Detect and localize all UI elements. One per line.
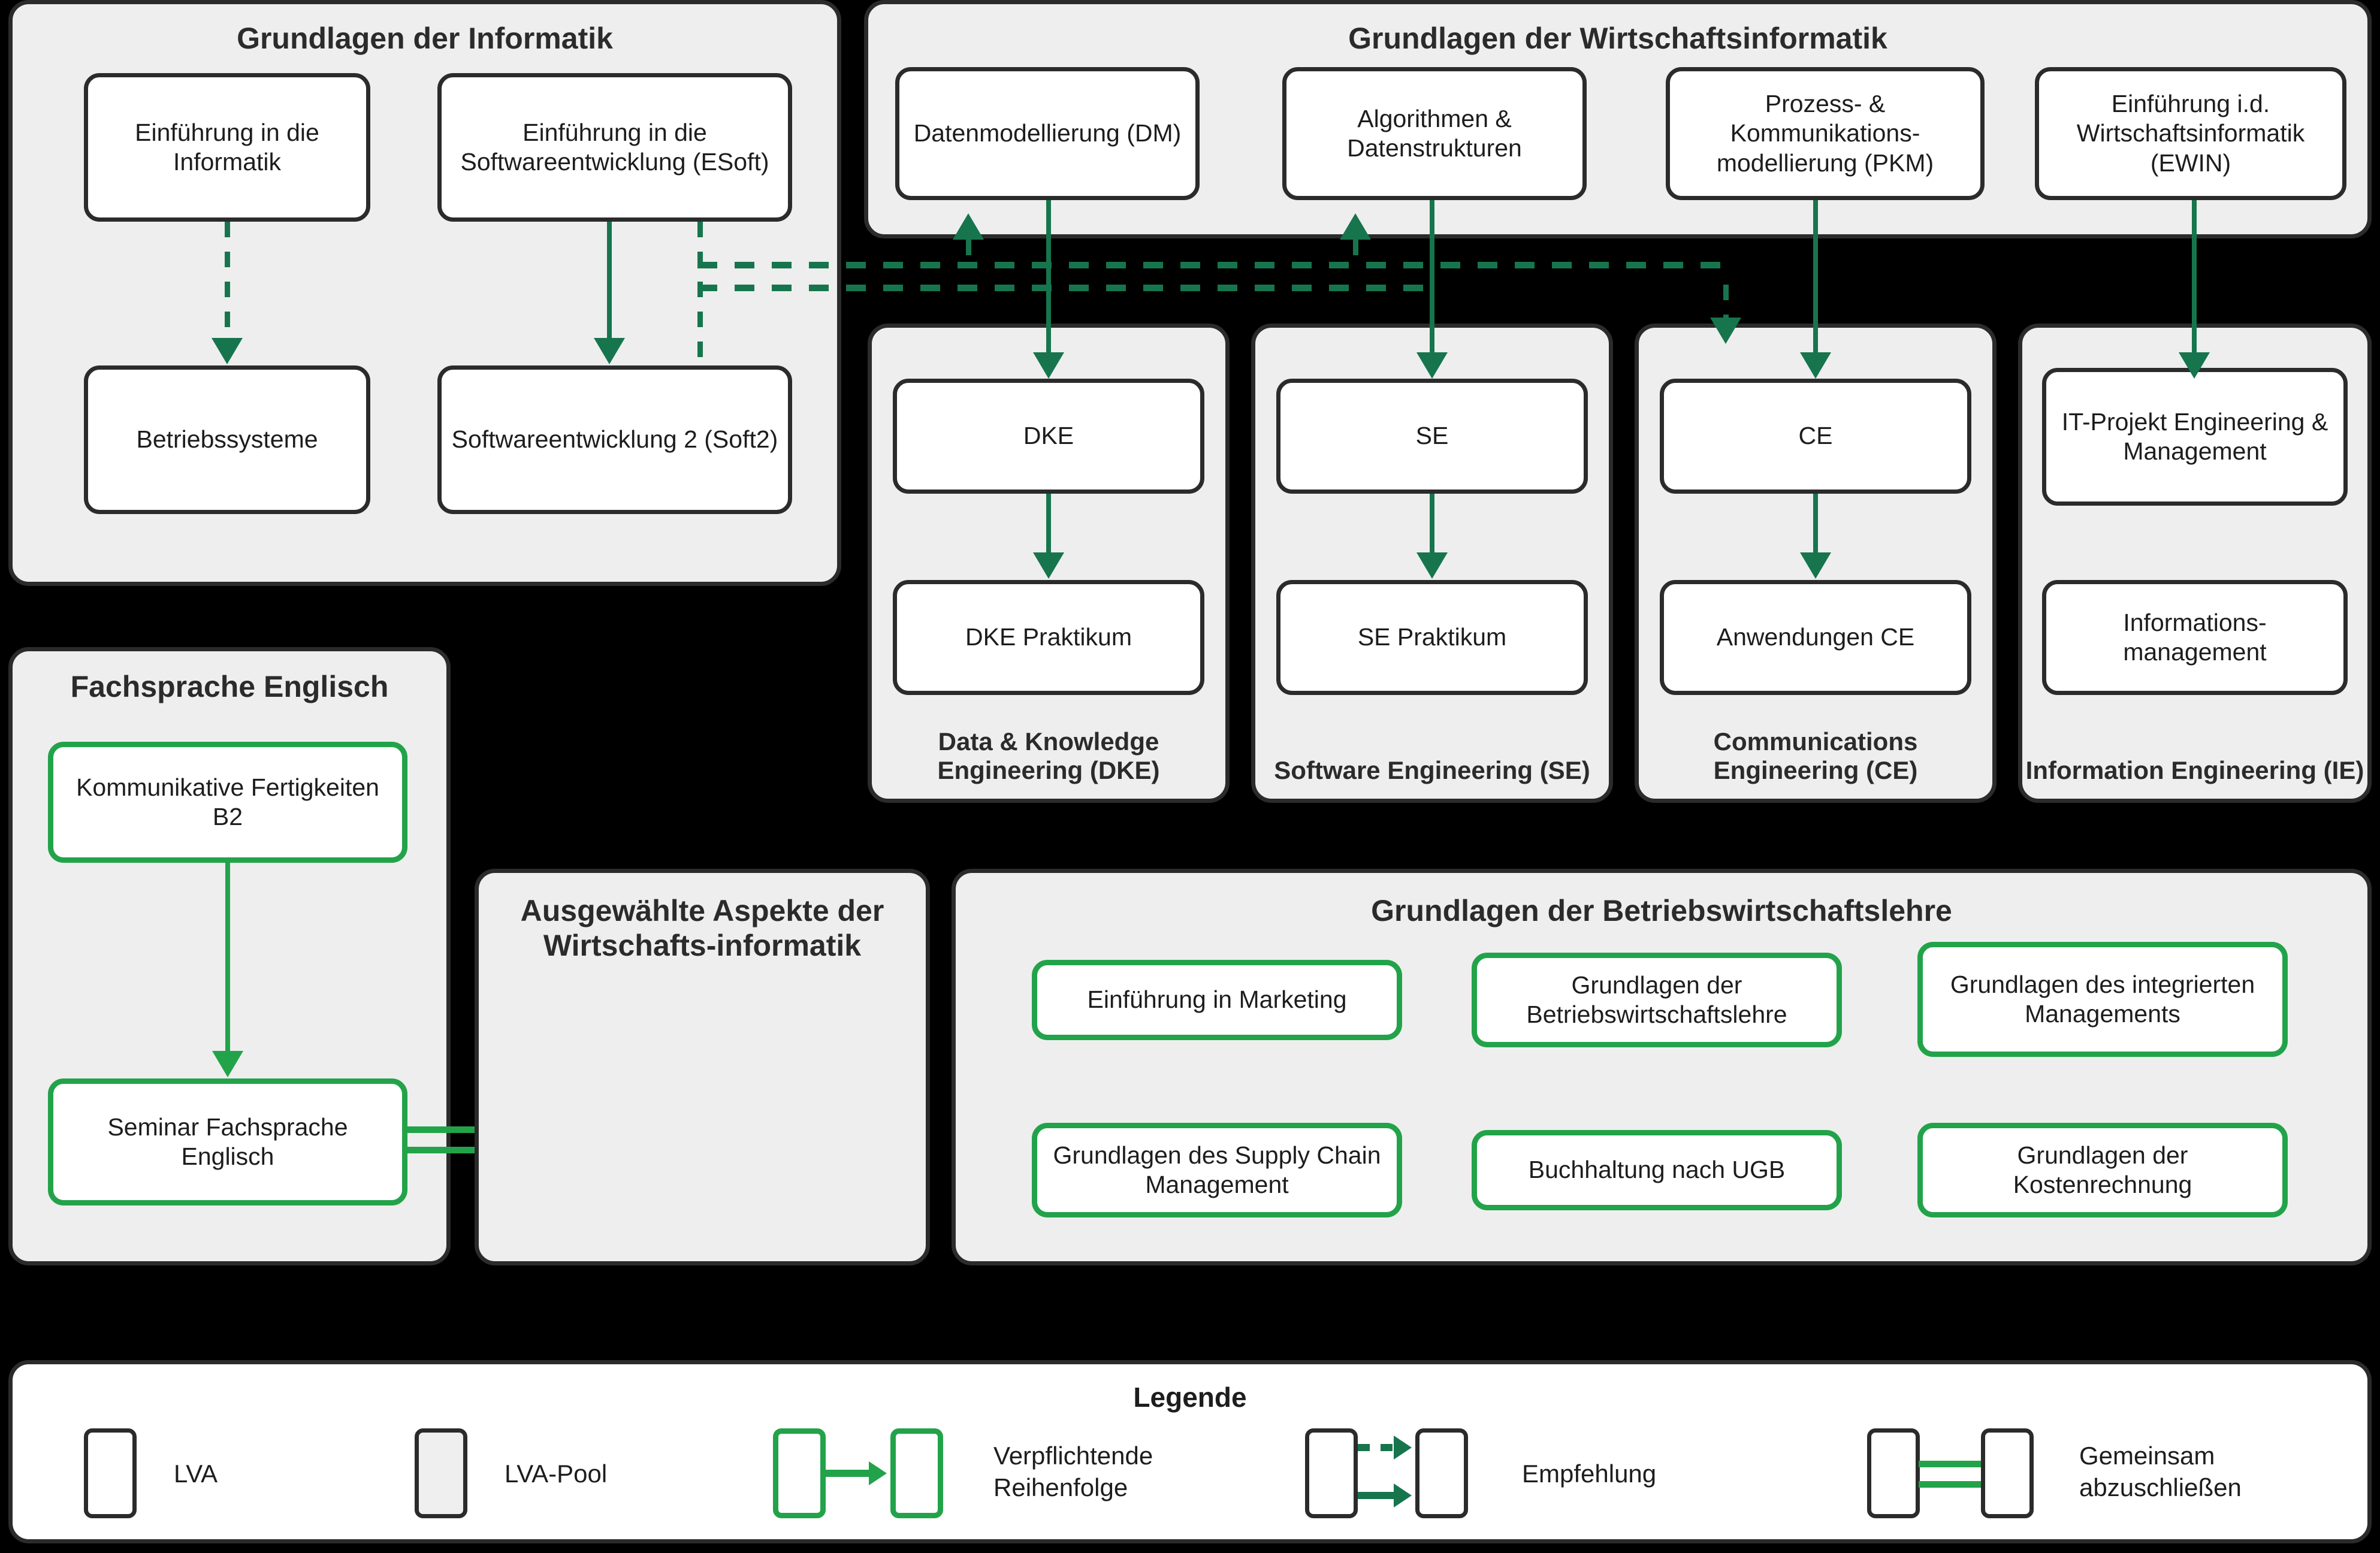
arrowhead-ie [2179, 352, 2210, 379]
connector-b2-to-seminar [225, 863, 230, 1052]
course-box-algorithmen-datenstrukturen[interactable]: Algorithmen & Datenstrukturen [1282, 67, 1587, 200]
course-box-einfuehrung-marketing[interactable]: Einführung in Marketing [1032, 960, 1402, 1040]
arrowhead-algorithmen [1340, 213, 1371, 240]
legend-recommendation-stem-solid [1358, 1492, 1395, 1499]
legend-swatch-joint-to [1981, 1428, 2034, 1518]
connector-rail-to-ce-pool [1723, 285, 1729, 322]
connector-se-to-praktikum [1430, 494, 1434, 554]
arrowhead-anwendungen-ce [1800, 552, 1831, 579]
legend-panel: Legende [8, 1360, 2372, 1543]
course-box-seminar-fachsprache-englisch[interactable]: Seminar Fachsprache Englisch [48, 1078, 407, 1205]
recommendation-rail-upper [697, 262, 1729, 268]
course-box-esoft[interactable]: Einführung in die Softwareentwicklung (E… [437, 73, 792, 222]
legend-label-lva-pool: LVA-Pool [505, 1460, 608, 1488]
legend-sequence-arrowhead [869, 1461, 887, 1485]
course-box-kommunikative-fertigkeiten-b2[interactable]: Kommunikative Fertigkeiten B2 [48, 742, 407, 863]
panel-title-wirtschaftsinformatik: Grundlagen der Wirtschaftsinformatik [1348, 22, 1887, 55]
arrowhead-se [1416, 352, 1448, 379]
course-box-datenmodellierung[interactable]: Datenmodellierung (DM) [895, 67, 1200, 200]
legend-swatch-sequence-to [890, 1428, 943, 1518]
course-box-dke[interactable]: DKE [893, 379, 1204, 494]
course-box-ce[interactable]: CE [1660, 379, 1971, 494]
course-box-betriebssysteme[interactable]: Betriebssysteme [84, 365, 370, 514]
legend-label-gemeinsam-abzuschliessen: Gemeinsam abzuschließen [2079, 1442, 2242, 1501]
course-box-anwendungen-ce[interactable]: Anwendungen CE [1660, 580, 1971, 695]
legend-swatch-recommendation-from [1305, 1428, 1358, 1518]
course-box-grundlagen-bwl[interactable]: Grundlagen der Betriebswirtschaftslehre [1472, 953, 1842, 1047]
legend-title: Legende [1133, 1382, 1247, 1413]
course-box-se[interactable]: SE [1276, 379, 1588, 494]
arrowhead-dke [1033, 352, 1064, 379]
connector-dm-to-dke [1046, 200, 1051, 353]
course-box-einfuehrung-informatik[interactable]: Einführung in die Informatik [84, 73, 370, 222]
arrowhead-ce-pool [1710, 318, 1741, 344]
panel-title-dke: Data & Knowledge Engineering (DKE) [937, 727, 1160, 785]
legend-recommendation-arrowhead-solid [1394, 1483, 1412, 1507]
panel-title-se: Software Engineering (SE) [1274, 756, 1590, 785]
connector-pkm-to-ce [1813, 200, 1818, 353]
connector-ewin-to-ie [2192, 200, 2197, 353]
course-box-kostenrechnung[interactable]: Grundlagen der Kostenrechnung [1917, 1123, 2288, 1217]
legend-swatch-lva-pool [415, 1428, 467, 1518]
legend-recommendation-stem-dashed [1358, 1444, 1395, 1451]
legend-recommendation-arrowhead-dashed [1394, 1436, 1412, 1460]
course-box-supply-chain-management[interactable]: Grundlagen des Supply Chain Management [1032, 1123, 1402, 1217]
panel-title-informatik: Grundlagen der Informatik [237, 22, 613, 55]
panel-title-ie: Information Engineering (IE) [2025, 756, 2364, 785]
course-box-soft2[interactable]: Softwareentwicklung 2 (Soft2) [437, 365, 792, 514]
connector-dke-to-praktikum [1046, 494, 1051, 554]
connector-esoft-branch-down [697, 222, 703, 365]
arrowhead-se-praktikum [1416, 552, 1448, 579]
connector-algorithmen-to-se [1430, 200, 1434, 353]
connector-rail-to-algorithmen [1353, 240, 1358, 267]
course-box-dke-praktikum[interactable]: DKE Praktikum [893, 580, 1204, 695]
legend-sequence-stem [826, 1470, 870, 1477]
course-box-pkm[interactable]: Prozess- & Kommunikations-modellierung (… [1666, 67, 1985, 200]
legend-swatch-joint-from [1867, 1428, 1920, 1518]
course-box-informationsmanagement[interactable]: Informations-management [2042, 580, 2348, 695]
legend-swatch-lva [84, 1428, 137, 1518]
arrowhead-soft2 [594, 338, 625, 364]
arrowhead-dke-praktikum [1033, 552, 1064, 579]
connector-rail-to-datenmodellierung [966, 240, 971, 267]
arrowhead-ce [1800, 352, 1831, 379]
arrowhead-betriebssysteme [212, 338, 243, 364]
arrowhead-seminar-fachsprache [212, 1051, 243, 1077]
recommendation-rail-lower [697, 285, 1424, 291]
course-box-integriertes-management[interactable]: Grundlagen des integrierten Managements [1917, 942, 2288, 1057]
panel-ausgewaehlte-aspekte: Ausgewählte Aspekte der Wirtschafts-info… [475, 869, 930, 1265]
course-box-se-praktikum[interactable]: SE Praktikum [1276, 580, 1588, 695]
panel-title-fachsprache: Fachsprache Englisch [70, 670, 389, 703]
connector-gemeinsam-abzuschliessen [405, 1126, 478, 1154]
legend-swatch-recommendation-to [1415, 1428, 1468, 1518]
legend-label-empfehlung: Empfehlung [1522, 1460, 1657, 1488]
connector-ce-to-anwendungen [1813, 494, 1818, 554]
legend-swatch-sequence-from [773, 1428, 826, 1518]
connector-einfinf-to-betriebssysteme [225, 222, 230, 339]
legend-label-lva: LVA [174, 1460, 218, 1488]
legend-label-verpflichtende-reihenfolge: Verpflichtende Reihenfolge [993, 1442, 1153, 1501]
course-box-buchhaltung-ugb[interactable]: Buchhaltung nach UGB [1472, 1130, 1842, 1210]
arrowhead-datenmodellierung [953, 213, 984, 240]
course-box-it-projekt-engineering[interactable]: IT-Projekt Engineering & Management [2042, 368, 2348, 506]
course-box-ewin[interactable]: Einführung i.d. Wirtschaftsinformatik (E… [2035, 67, 2346, 200]
legend-joint-double-line [1919, 1461, 1982, 1488]
panel-title-ce: Communications Engineering (CE) [1713, 727, 1918, 785]
panel-title-ausgewaehlte-aspekte: Ausgewählte Aspekte der Wirtschafts-info… [520, 894, 884, 962]
panel-title-bwl: Grundlagen der Betriebswirtschaftslehre [1371, 894, 1952, 927]
connector-esoft-to-soft2 [607, 222, 612, 339]
